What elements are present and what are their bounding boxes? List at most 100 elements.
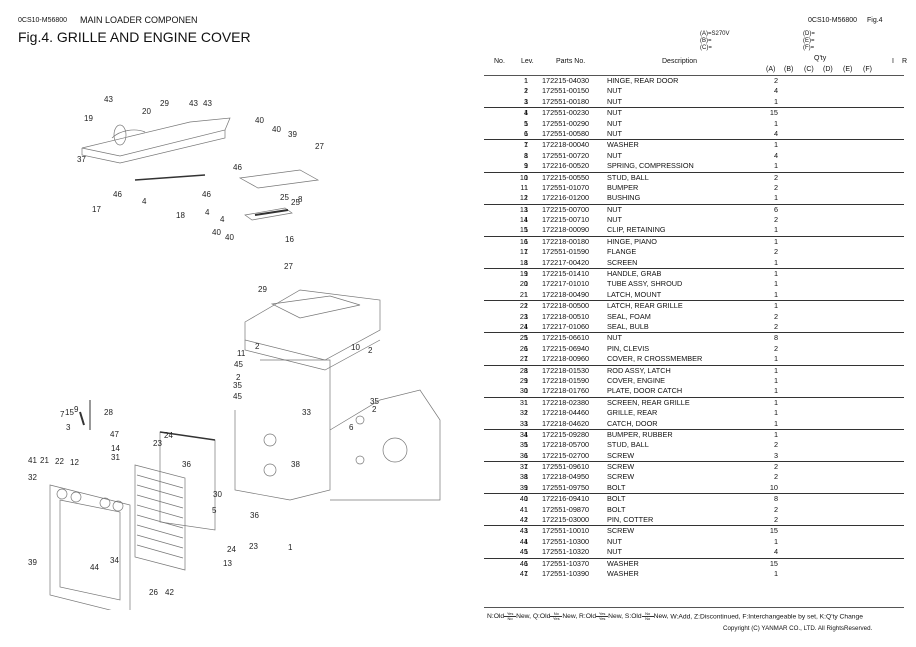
item-number: 24 [519, 321, 528, 331]
level: 1 [524, 269, 529, 279]
callout-label: 46 [113, 190, 122, 199]
level: 1 [524, 343, 529, 353]
rear-grille-shape [49, 484, 131, 610]
level: 1 [524, 204, 529, 214]
level: 1 [524, 397, 529, 407]
item-number: 29 [519, 375, 528, 385]
level: 1 [524, 386, 529, 396]
quantity-a: 1 [773, 429, 778, 439]
level: 1 [524, 365, 529, 375]
callout-label: 4 [220, 215, 225, 224]
part-number: 172551-00720 [542, 150, 590, 160]
item-number: 42 [519, 515, 528, 525]
part-number: 172551-10010 [542, 526, 590, 536]
legend-to: New, [608, 613, 624, 621]
description: HANDLE, GRAB [607, 269, 662, 279]
description: LATCH, REAR GRILLE [607, 301, 683, 311]
legend-code: R:Old [579, 613, 597, 621]
description: NUT [607, 547, 622, 557]
quantity-a: 1 [773, 365, 778, 375]
callout-label: 28 [104, 408, 113, 417]
exploded-parts-diagram: 43 29 20 43 43 19 37 46 17 4 18 40 40 39… [28, 95, 441, 610]
part-number: 172215-03000 [542, 515, 590, 525]
part-number: 172551-10390 [542, 568, 590, 578]
col-qty-c: (C) [804, 66, 814, 73]
level: 1 [524, 257, 529, 267]
level: 1 [524, 86, 529, 96]
description: NUT [607, 128, 622, 138]
part-number: 172551-00150 [542, 86, 590, 96]
callout-labels: 43 29 20 43 43 19 37 46 17 4 18 40 40 39… [28, 95, 379, 597]
description: BUSHING [607, 193, 641, 203]
description: NUT [607, 215, 622, 225]
level: 1 [524, 140, 529, 150]
part-number: 172218-05700 [542, 440, 590, 450]
callout-label: 24 [227, 545, 236, 554]
quantity-a: 1 [773, 269, 778, 279]
callout-label: 43 [104, 95, 113, 104]
part-number: 172218-00090 [542, 225, 590, 235]
description: NUT [607, 333, 622, 343]
callout-label: 12 [70, 458, 79, 467]
description: NUT [607, 108, 622, 118]
callout-label: 5 [212, 506, 217, 515]
callout-label: 30 [213, 490, 222, 499]
part-number: 172551-09610 [542, 462, 590, 472]
level: 1 [524, 568, 529, 578]
description: BOLT [607, 482, 626, 492]
item-number: 11 [520, 182, 528, 192]
callout-label: 1 [288, 543, 293, 552]
quantity-a: 15 [769, 108, 778, 118]
level: 1 [524, 76, 529, 85]
col-qty-d: (D) [823, 66, 833, 73]
callout-label: 7 [60, 410, 65, 419]
quantity-a: 1 [773, 408, 778, 418]
callout-label: 44 [90, 563, 99, 572]
level: 1 [524, 462, 529, 472]
quantity-a: 2 [773, 343, 778, 353]
item-number: 30 [519, 386, 528, 396]
item-number: 47 [519, 568, 528, 578]
model-c: (C)= [700, 45, 712, 51]
item-number: 26 [519, 343, 528, 353]
item-number: 34 [519, 429, 528, 439]
level: 1 [524, 161, 529, 171]
part-number: 172215-00550 [542, 172, 590, 182]
quantity-a: 1 [773, 386, 778, 396]
callout-label: 2 [255, 342, 260, 351]
level: 1 [524, 440, 529, 450]
level: 1 [524, 375, 529, 385]
item-number: 2 [523, 86, 528, 96]
level: 1 [524, 311, 529, 321]
quantity-a: 2 [773, 515, 778, 525]
level: 1 [524, 128, 529, 138]
item-number: 1 [523, 76, 528, 85]
callout-label: 21 [40, 456, 49, 465]
description: COVER, R CROSSMEMBER [607, 354, 703, 364]
description: SEAL, FOAM [607, 311, 651, 321]
item-number: 40 [519, 494, 528, 504]
legend-code: Q:Old [532, 613, 551, 621]
description: BUMPER [607, 182, 639, 192]
model-list-left: (A)=S270V (B)= (C)= [700, 31, 730, 52]
part-number: 172551-09750 [542, 482, 590, 492]
callout-label: 39 [288, 130, 297, 139]
